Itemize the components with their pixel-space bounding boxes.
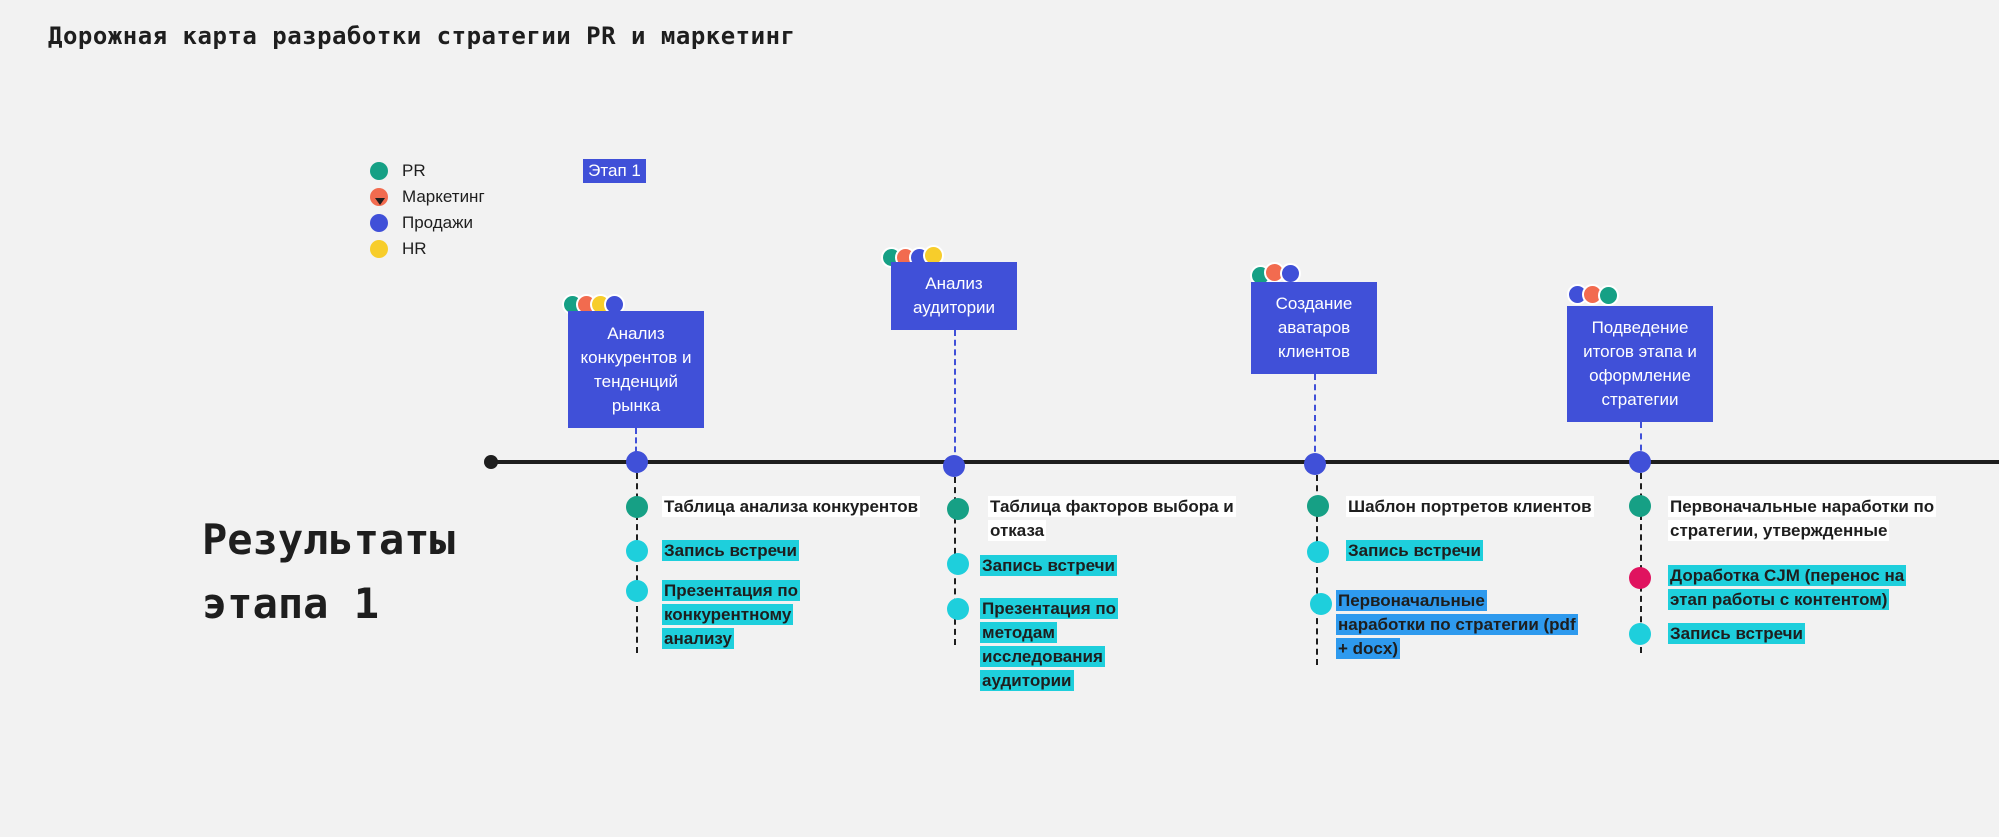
- result-item[interactable]: Запись встречи: [662, 539, 862, 563]
- result-item[interactable]: Запись встречи: [1346, 539, 1546, 563]
- result-text: Таблица анализа конкурентов: [662, 496, 921, 517]
- result-text: Первоначальные наработки по стратегии, у…: [1668, 496, 1937, 541]
- legend-item-pr: PR: [370, 158, 485, 184]
- legend-label: Продажи: [402, 213, 473, 232]
- pr-result-dot: [1307, 495, 1329, 517]
- phase-title: Подведение итогов этапа и оформление стр…: [1583, 318, 1697, 409]
- legend-label: HR: [402, 239, 427, 258]
- timeline-node[interactable]: [943, 455, 965, 477]
- recording-result-dot: [1629, 623, 1651, 645]
- result-text: Презентация по конкурентному анализу: [662, 580, 800, 649]
- result-text: Запись встречи: [1346, 540, 1483, 561]
- sales-color-dot: [370, 214, 388, 232]
- phase-title: Анализ аудитории: [912, 274, 996, 317]
- pr-avatar: [1598, 285, 1619, 306]
- result-text: Первоначальные наработки по стратегии (p…: [1336, 590, 1578, 659]
- phase-connector: [635, 428, 637, 462]
- legend-item-hr: HR: [370, 236, 485, 262]
- results-connector: [636, 473, 638, 653]
- timeline-axis: [488, 460, 1999, 464]
- pr-result-dot: [626, 496, 648, 518]
- result-item[interactable]: Запись встречи: [1668, 622, 1868, 646]
- phase-title: Анализ конкурентов и тенденций рынка: [580, 323, 692, 415]
- result-item[interactable]: Презентация по методам исследования ауди…: [980, 597, 1140, 693]
- result-item[interactable]: Первоначальные наработки по стратегии (p…: [1336, 589, 1578, 661]
- page-title: Дорожная карта разработки стратегии PR и…: [48, 22, 796, 50]
- result-item[interactable]: Запись встречи: [980, 554, 1180, 578]
- presentation-result-dot: [947, 598, 969, 620]
- cjm-result-dot: [1629, 567, 1651, 589]
- phase-connector: [1314, 374, 1316, 462]
- result-item[interactable]: Презентация по конкурентному анализу: [662, 579, 818, 651]
- result-text: Таблица факторов выбора и отказа: [988, 496, 1236, 541]
- presentation-result-dot: [626, 580, 648, 602]
- phase-connector: [1640, 422, 1642, 462]
- timeline-node[interactable]: [626, 451, 648, 473]
- legend-label: PR: [402, 161, 426, 180]
- results-heading: Результаты этапа 1: [202, 515, 455, 628]
- sales-avatar: [1280, 263, 1301, 284]
- recording-result-dot: [947, 553, 969, 575]
- phase-card[interactable]: Подведение итогов этапа и оформление стр…: [1567, 306, 1713, 422]
- result-item[interactable]: Доработка CJM (перенос на этап работы с …: [1668, 564, 1928, 612]
- phase-card[interactable]: Анализ конкурентов и тенденций рынка: [568, 311, 704, 428]
- phase-card[interactable]: Создание аватаров клиентов: [1251, 282, 1377, 374]
- result-item[interactable]: Таблица факторов выбора и отказа: [988, 495, 1258, 543]
- result-item[interactable]: Шаблон портретов клиентов: [1346, 495, 1626, 519]
- legend: PR Маркетинг Продажи HR: [370, 158, 485, 262]
- timeline-node[interactable]: [1304, 453, 1326, 475]
- result-text: Презентация по методам исследования ауди…: [980, 598, 1118, 691]
- recording-result-dot: [626, 540, 648, 562]
- phase-card[interactable]: Анализ аудитории: [891, 262, 1017, 330]
- results-connector: [1640, 473, 1642, 653]
- phase-connector: [954, 330, 956, 462]
- pr-result-dot: [1629, 495, 1651, 517]
- result-text: Шаблон портретов клиентов: [1346, 496, 1594, 517]
- stage-tag[interactable]: Этап 1: [583, 159, 646, 183]
- result-text: Запись встречи: [662, 540, 799, 561]
- legend-label: Маркетинг: [402, 187, 485, 206]
- pr-color-dot: [370, 162, 388, 180]
- hr-color-dot: [370, 240, 388, 258]
- timeline-start-point: [484, 455, 498, 469]
- legend-item-marketing: Маркетинг: [370, 184, 485, 210]
- draft-result-dot: [1310, 593, 1332, 615]
- results-connector: [1316, 475, 1318, 665]
- timeline-node[interactable]: [1629, 451, 1651, 473]
- result-item[interactable]: Первоначальные наработки по стратегии, у…: [1668, 495, 1938, 543]
- legend-item-sales: Продажи: [370, 210, 485, 236]
- pr-result-dot: [947, 498, 969, 520]
- result-text: Запись встречи: [980, 555, 1117, 576]
- result-item[interactable]: Таблица анализа конкурентов: [662, 495, 952, 519]
- phase-title: Создание аватаров клиентов: [1275, 294, 1353, 361]
- result-text: Доработка CJM (перенос на этап работы с …: [1668, 565, 1907, 610]
- result-text: Запись встречи: [1668, 623, 1805, 644]
- recording-result-dot: [1307, 541, 1329, 563]
- cursor-arrow-icon: [375, 198, 385, 205]
